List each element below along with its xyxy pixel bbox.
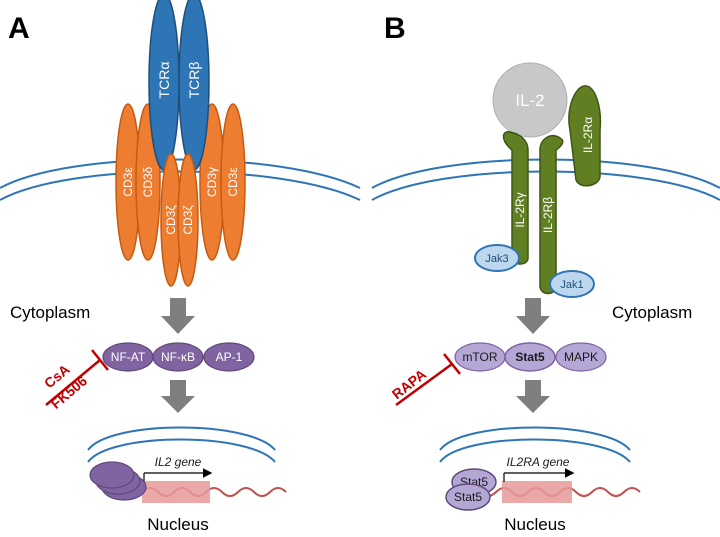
il2-receptor-beta: IL-2Rβ [539,134,564,295]
il2-receptor-alpha: IL-2Rα [568,85,602,187]
stat5-dimer-lower: Stat5 [445,483,491,511]
factor-nf-kb-label: NF-κB [161,350,195,364]
factor-mtor-label: mTOR [462,350,497,364]
jak3: Jak3 [474,244,520,272]
tcr-beta-label: TCRβ [186,62,202,99]
panel-b-arrow-upper [516,298,550,334]
panel-b-gene-label: IL2RA gene [507,455,570,469]
jak1: Jak1 [549,270,595,298]
factor-nf-at: NF-AT [102,342,154,372]
panel-a-gene-box [142,481,210,503]
factor-mapk-label: MAPK [564,350,598,364]
panel-a-nuclear-membrane [87,426,276,463]
inhibitor-csa-fk506: CsA FK506 [41,349,109,412]
il2-receptor-alpha-label: IL-2Rα [581,117,595,153]
panel-a-arrow-lower [161,380,195,413]
il2-ligand-label: IL-2 [515,91,544,110]
tcr-beta: TCRβ [178,0,210,171]
cd3-zeta-right: CD3ζ [177,153,199,287]
il2-receptor-beta-label: IL-2Rβ [541,197,555,233]
cd3-epsilon-left-label: CD3ε [121,167,135,197]
cd3-gamma-label: CD3γ [205,167,219,197]
panel-b-letter: B [384,12,406,45]
stat5-dimer-lower-label: Stat5 [454,490,482,504]
cd3-epsilon-left: CD3ε [115,103,141,261]
cd3-epsilon-right: CD3ε [220,103,246,261]
factor-stat5: Stat5 [504,342,556,372]
panel-b-arrow-lower [516,380,550,413]
panel-a-letter: A [8,12,30,45]
inhibitor-rapa: RAPA [389,353,461,407]
factor-stat5-label: Stat5 [515,350,545,364]
factor-ap1: AP-1 [203,342,255,372]
panel-a-arrow-upper [161,298,195,334]
cd3-delta-label: CD3δ [141,166,155,197]
panel-b-nuclear-membrane [439,426,631,463]
il2-receptor-gamma: IL-2Rγ [502,131,529,265]
factor-ap1-label: AP-1 [216,350,243,364]
panel-a-nucleus-label: Nucleus [147,515,208,534]
jak3-label: Jak3 [485,253,508,265]
panel-b-gene-box [502,481,572,503]
factor-nf-at-label: NF-AT [111,350,146,364]
tcr-alpha-label: TCRα [156,62,172,99]
panel-a-cytoplasm-label: Cytoplasm [10,303,90,322]
panel-b-cytoplasm-label: Cytoplasm [612,303,692,322]
cd3-zeta-right-label: CD3ζ [181,205,195,235]
cd3-zeta-left-label: CD3ζ [164,205,178,235]
tcr-alpha: TCRα [148,0,180,171]
il2-receptor-gamma-label: IL-2Rγ [513,192,527,227]
factor-mtor: mTOR [454,342,506,372]
panel-b-gene: IL2RA gene Stat5 Stat5 [445,455,641,511]
panel-b-nucleus-label: Nucleus [504,515,565,534]
il2-ligand: IL-2 [492,62,568,138]
panel-a-gene: IL2 gene [89,455,287,503]
panel-a-gene-label: IL2 gene [155,455,202,469]
jak1-label: Jak1 [560,279,583,291]
factor-nf-kb: NF-κB [152,342,204,372]
cd3-epsilon-right-label: CD3ε [226,167,240,197]
factor-mapk: MAPK [555,342,607,372]
